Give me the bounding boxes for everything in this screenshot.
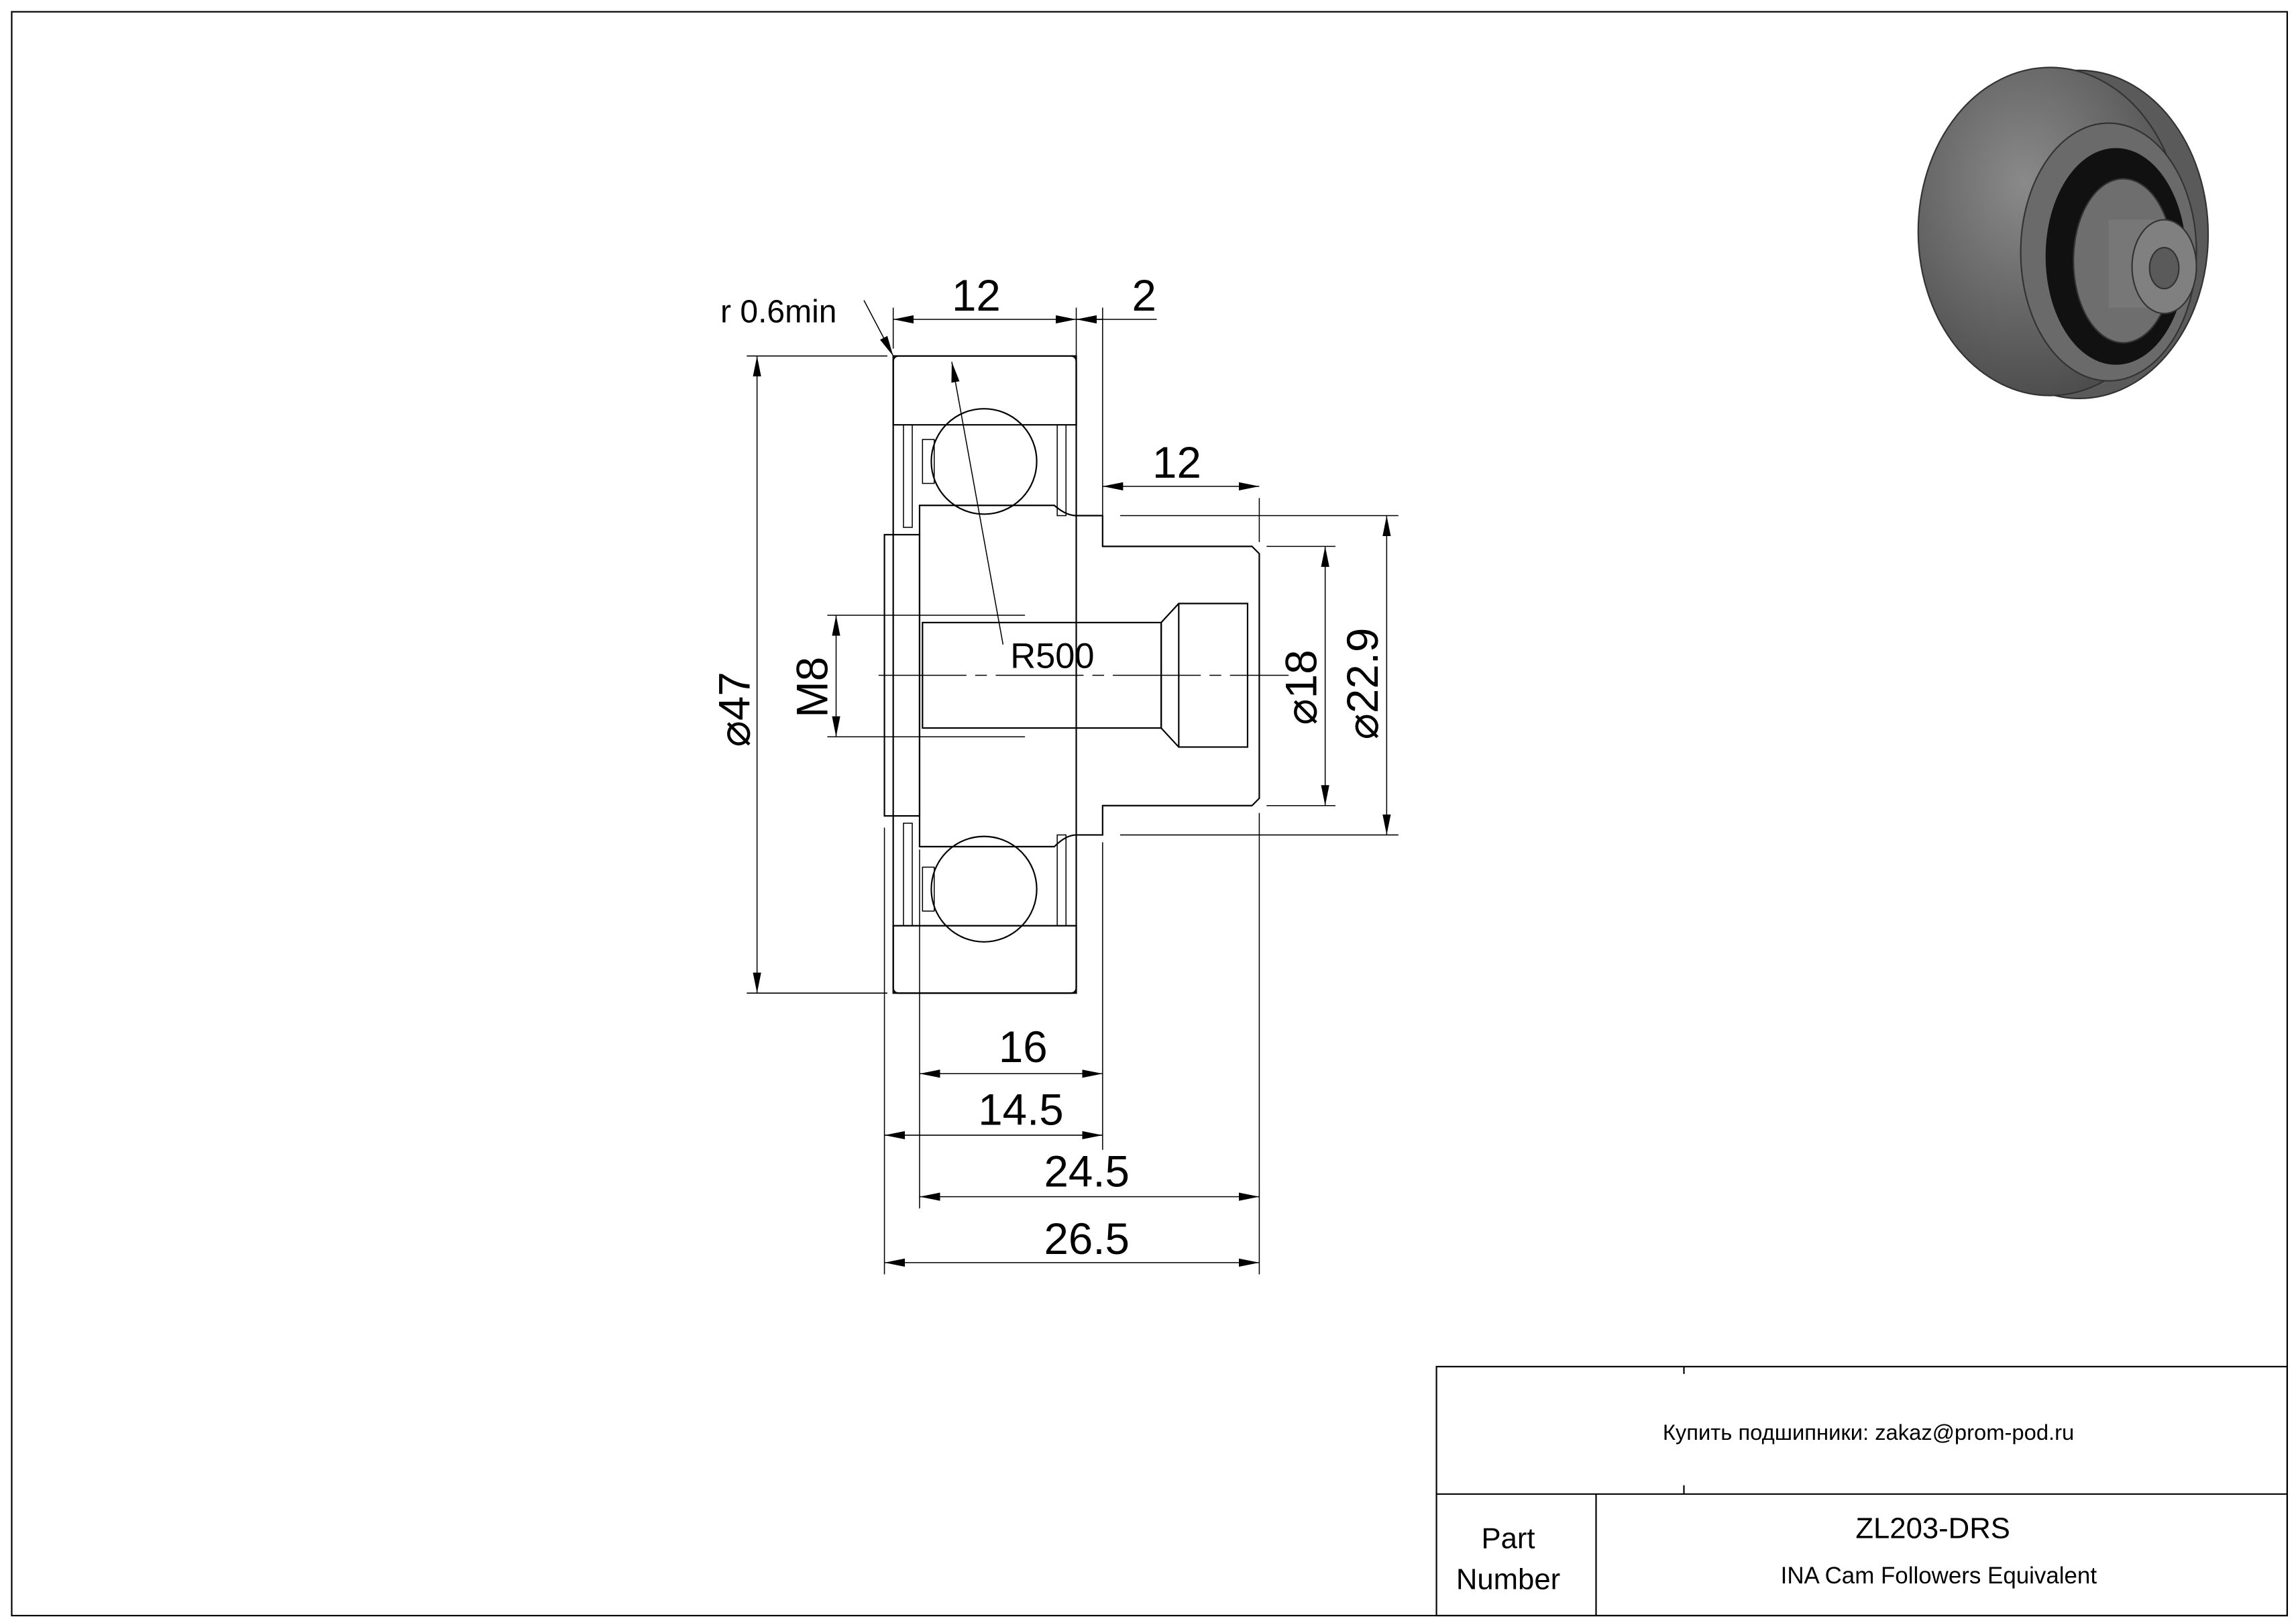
part-label-line2: Number [1456,1563,1560,1596]
sheet-border [11,11,2288,1617]
dim-offset: 2 [1132,271,1156,320]
dim-thread: M8 [787,657,836,718]
dim-24-5: 24.5 [1044,1147,1130,1196]
dim-fillet: r 0.6min [720,294,836,329]
contact-text: Купить подшипники: zakaz@prom-pod.ru [1663,1420,2074,1445]
part-number: ZL203-DRS [1855,1512,2010,1545]
dim-26-5: 26.5 [1044,1214,1130,1263]
bearing-cross-section [878,355,1289,994]
bearing-3d-render [1917,66,2209,399]
dim-crown-radius: R500 [1010,637,1094,676]
dim-stud-diameter: ⌀18 [1277,649,1326,725]
dim-14-5: 14.5 [978,1086,1063,1135]
dim-stud-length: 12 [1152,438,1201,487]
part-label-line1: Part [1481,1522,1535,1555]
ball-top [930,408,1038,515]
title-block: Купить подшипники: zakaz@prom-pod.ru Par… [1435,1365,2288,1617]
dim-outer-width: 12 [952,271,1001,320]
dim-shoulder-diameter: ⌀22.9 [1338,628,1387,740]
dimension-labels: r 0.6min 12 2 12 ⌀47 M8 ⌀18 ⌀22.9 R500 1… [710,271,1388,1263]
ball-bottom [930,835,1038,943]
part-description: INA Cam Followers Equivalent [1781,1563,2097,1589]
dimension-lines [747,300,1399,1275]
dim-outer-diameter: ⌀47 [710,672,759,747]
dim-16: 16 [999,1023,1048,1071]
